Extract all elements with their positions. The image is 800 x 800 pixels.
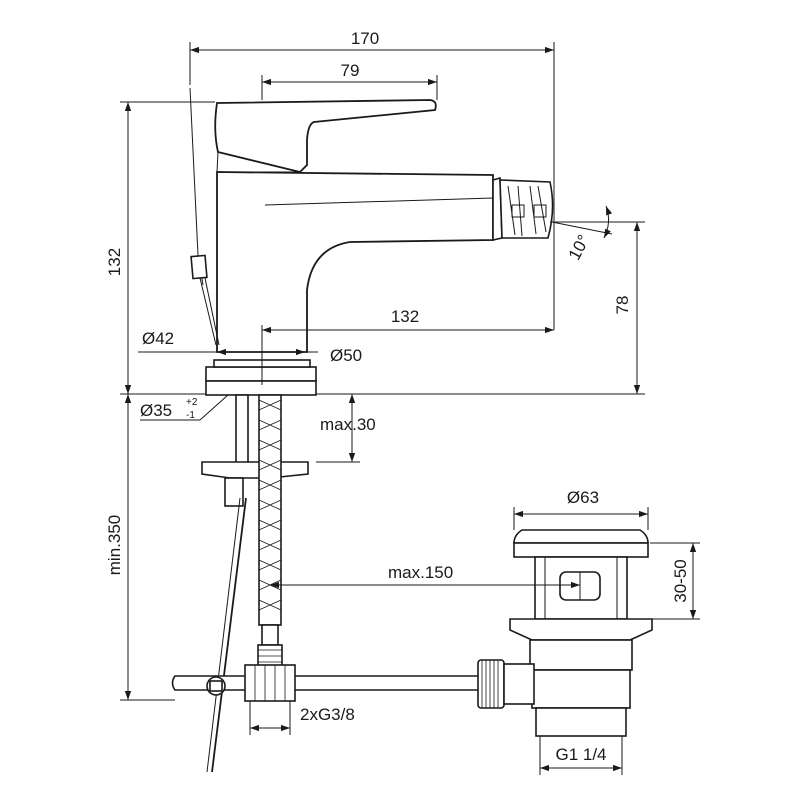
- dim-base-diameter-top: Ø42: [142, 329, 174, 348]
- dimension-lines: [120, 42, 700, 775]
- popup-rod: [189, 87, 220, 346]
- waste-drain: [477, 529, 653, 737]
- pull-rod: [171, 664, 481, 702]
- dimension-labels: 170 79 132 132 78 10° Ø42 Ø50 Ø35 +2 -1 …: [105, 29, 690, 764]
- dim-connections: 2xG3/8: [300, 705, 355, 724]
- dim-hole-tol-minus: -1: [186, 410, 195, 421]
- braided-hose: [257, 394, 283, 668]
- dim-lever-width: 79: [341, 61, 360, 80]
- dim-total-height: 132: [105, 248, 124, 276]
- dim-waste-height: 30-50: [671, 559, 690, 602]
- base-plate: [205, 366, 317, 382]
- dim-spout-angle: 10°: [565, 232, 594, 264]
- dim-waste-thread: G1 1/4: [555, 745, 606, 764]
- faucet-body: [189, 87, 554, 396]
- dim-spout-reach: 132: [391, 307, 419, 326]
- dim-hole-tol-plus: +2: [186, 397, 198, 408]
- spout-nozzle: [492, 176, 554, 241]
- clamp-plate: [201, 461, 309, 479]
- waste-cap: [513, 529, 649, 544]
- dim-base-diameter: Ø50: [330, 346, 362, 365]
- dim-min-length: min.350: [105, 515, 124, 575]
- overflow-connector: [477, 659, 535, 709]
- waste-nut: [509, 618, 653, 641]
- main-body: [216, 171, 494, 353]
- lever-handle: [214, 99, 437, 173]
- dim-overall-width: 170: [351, 29, 379, 48]
- mounting-parts: [171, 394, 481, 773]
- dim-max-thickness: max.30: [320, 415, 376, 434]
- dim-waste-diameter: Ø63: [567, 488, 599, 507]
- dim-hole-diameter: Ø35: [140, 401, 172, 420]
- dim-hose-max: max.150: [388, 563, 453, 582]
- dim-spout-height: 78: [613, 296, 632, 315]
